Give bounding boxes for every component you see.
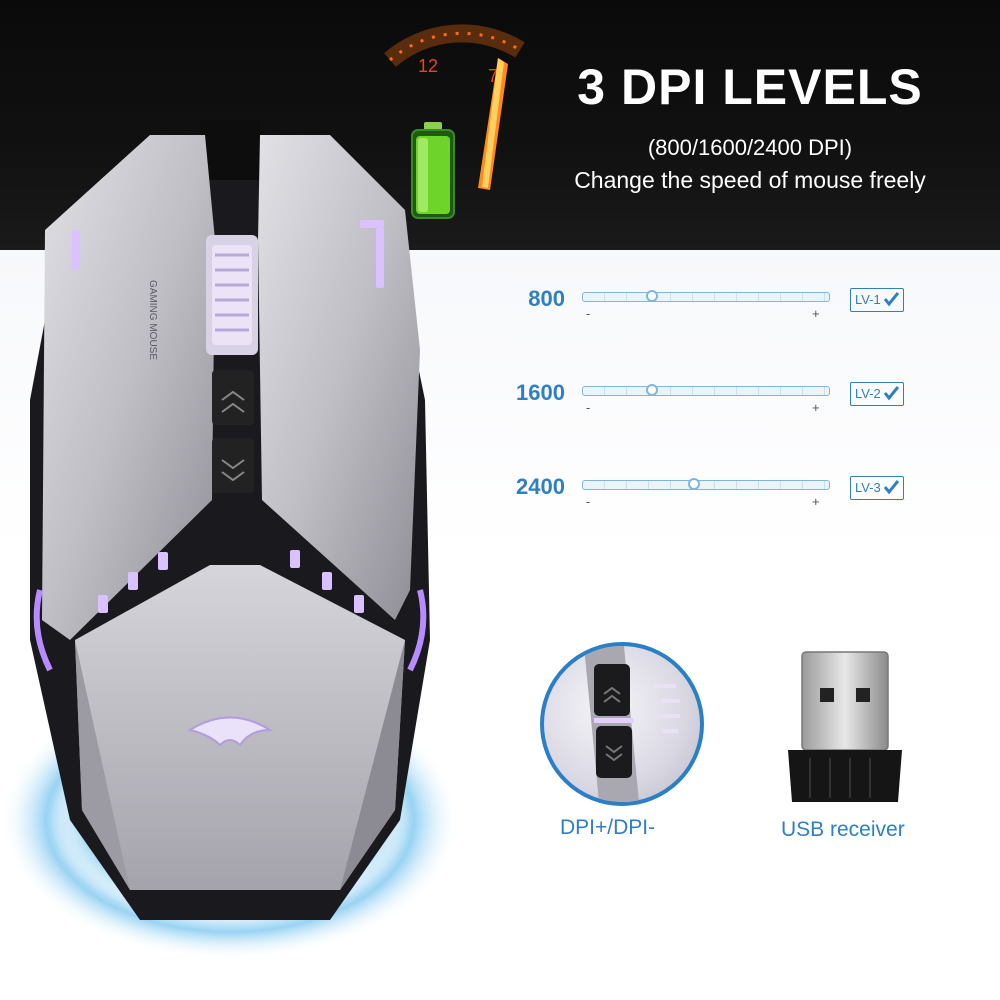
slider-knob[interactable] xyxy=(687,478,700,490)
dpi-row-2400: 2400 - + LV-3 xyxy=(490,474,940,514)
dpi-value: 1600 xyxy=(516,380,565,405)
dpi-buttons-image xyxy=(584,646,680,802)
slider-ticks xyxy=(583,481,829,489)
slider-ticks xyxy=(583,387,829,395)
mouse-side-label: GAMING MOUSE xyxy=(147,280,158,360)
gauge-tick-label: 12 xyxy=(418,56,438,76)
svg-text:7: 7 xyxy=(488,66,498,86)
plus-label: + xyxy=(812,494,820,509)
plus-label: + xyxy=(812,306,820,321)
level-badge: LV-3 xyxy=(850,476,904,500)
slider-knob[interactable] xyxy=(645,384,658,396)
checkmark-icon xyxy=(883,480,899,495)
dpi-row-800: 800 - + LV-1 xyxy=(490,286,940,326)
dpi-buttons-closeup xyxy=(540,642,704,806)
slider-knob[interactable] xyxy=(645,290,658,302)
usb-receiver-caption: USB receiver xyxy=(781,818,905,841)
dpi-row-1600: 1600 - + LV-2 xyxy=(490,380,940,420)
dpi-value: 800 xyxy=(528,286,565,311)
headline: 3 DPI LEVELS xyxy=(577,59,923,115)
dpi-slider[interactable] xyxy=(582,478,830,490)
dpi-slider[interactable] xyxy=(582,290,830,302)
gaming-mouse-image: GAMING MOUSE xyxy=(0,120,460,960)
dpi-options-subtitle: (800/1600/2400 DPI) xyxy=(647,135,853,160)
plus-label: + xyxy=(812,400,820,415)
dpi-slider[interactable] xyxy=(582,384,830,396)
dpi-buttons-caption: DPI+/DPI- xyxy=(560,816,656,839)
level-label: LV-3 xyxy=(855,480,881,495)
dpi-value: 2400 xyxy=(516,474,565,499)
level-badge: LV-1 xyxy=(850,288,904,312)
minus-label: - xyxy=(586,306,591,321)
minus-label: - xyxy=(586,400,591,415)
checkmark-icon xyxy=(883,292,899,307)
tagline: Change the speed of mouse freely xyxy=(574,167,926,193)
checkmark-icon xyxy=(883,386,899,401)
level-badge: LV-2 xyxy=(850,382,904,406)
level-label: LV-2 xyxy=(855,386,881,401)
battery-icon xyxy=(411,122,455,219)
minus-label: - xyxy=(586,494,591,509)
slider-ticks xyxy=(583,293,829,301)
usb-receiver-image xyxy=(788,651,902,802)
level-label: LV-1 xyxy=(855,292,881,307)
speedometer-icon: 12 7 xyxy=(384,24,525,190)
